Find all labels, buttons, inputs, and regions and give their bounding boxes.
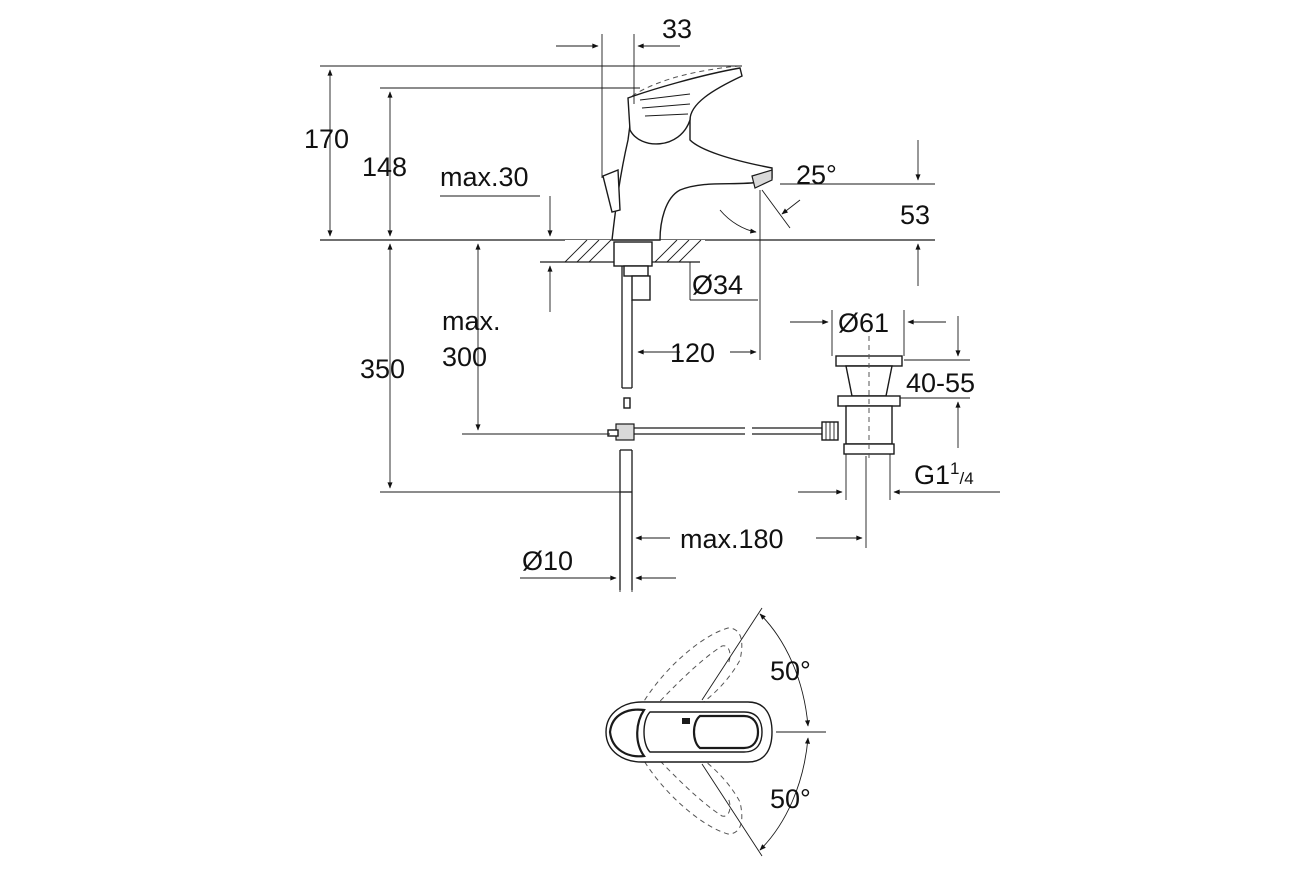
mounting-washer <box>623 265 649 277</box>
threaded-shank <box>631 275 651 301</box>
spout-top-outline <box>608 708 646 758</box>
counter-hatch <box>564 239 702 263</box>
dim-angle25-label: 25° <box>796 160 837 190</box>
spout-aerator <box>751 169 773 189</box>
lever-raised-outline <box>631 65 739 97</box>
dim-max180-label: max.180 <box>680 524 784 554</box>
mounting-nut <box>613 241 653 267</box>
dim-40-55-label: 40-55 <box>906 368 975 398</box>
lever-rotated-left-outline <box>639 627 743 721</box>
lever-rotated-right-outline <box>639 741 743 835</box>
faucet-side-view <box>320 65 935 590</box>
dim-max30-label: max.30 <box>440 162 529 192</box>
dim-148-label: 148 <box>362 152 407 182</box>
dim-300-label: 300 <box>442 342 487 372</box>
clevis-connector <box>615 423 635 441</box>
dim-max-label: max. <box>442 306 501 336</box>
lever-grooves <box>639 93 691 117</box>
dim-dia34-label: Ø34 <box>692 270 743 300</box>
dim-350-label: 350 <box>360 354 405 384</box>
dim-33-label: 33 <box>662 14 692 44</box>
faucet-top-view <box>605 607 826 857</box>
dim-53-label: 53 <box>900 200 930 230</box>
popup-waste-assembly <box>821 336 903 460</box>
dim-170-label: 170 <box>304 124 349 154</box>
dimension-labels: 33 170 148 max.30 25° 53 Ø34 max. 300 35… <box>304 14 975 814</box>
dim-120-label: 120 <box>670 338 715 368</box>
lever-handle <box>627 67 743 145</box>
dimension-lines <box>320 34 1000 592</box>
angle-bottom-label: 50° <box>770 784 811 814</box>
dim-dia61-label: Ø61 <box>838 308 889 338</box>
lever-grip-recess <box>692 714 760 750</box>
dim-thread-label: G11/4 <box>914 459 974 490</box>
angle-top-label: 50° <box>770 656 811 686</box>
popup-lift-rod <box>602 168 621 213</box>
dim-dia10-label: Ø10 <box>522 546 573 576</box>
brand-logo-icon <box>682 718 690 724</box>
